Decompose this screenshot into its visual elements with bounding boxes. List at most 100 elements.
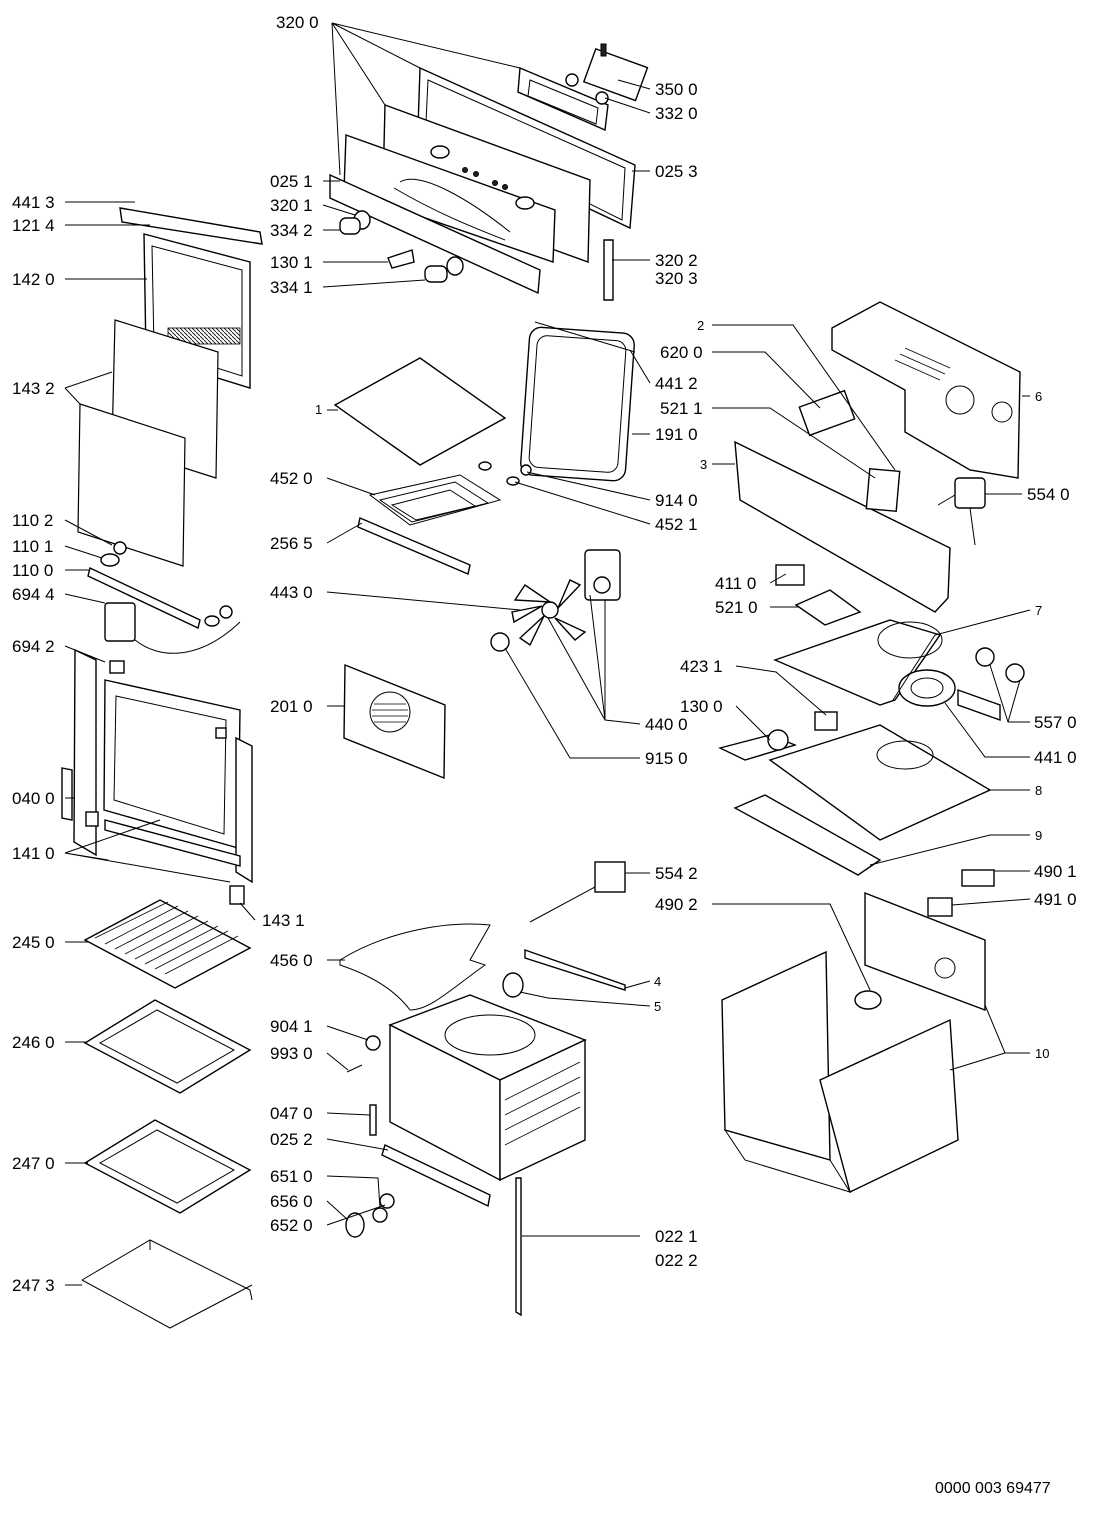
callout-652-0: 652 0 xyxy=(270,1216,313,1235)
callout-320-2: 320 2 xyxy=(655,251,698,270)
connector-491-0 xyxy=(927,897,953,917)
callout-441-2: 441 2 xyxy=(655,374,698,393)
inner-door-frame xyxy=(73,648,253,905)
control-knob-upper xyxy=(339,210,371,235)
thermostat-probe xyxy=(529,861,626,923)
bracket-plate xyxy=(865,468,901,512)
insulation-plate xyxy=(733,794,882,876)
callout-490-2: 490 2 xyxy=(655,895,698,914)
callout-491-0: 491 0 xyxy=(1034,890,1077,909)
callout-694-4: 694 4 xyxy=(12,585,55,604)
callout-554-0: 554 0 xyxy=(1027,485,1070,504)
side-rail xyxy=(515,1177,522,1317)
callout-320-3: 320 3 xyxy=(655,269,698,288)
lamp-glass xyxy=(365,1035,381,1051)
callout-456-0: 456 0 xyxy=(270,951,313,970)
leader-lines xyxy=(64,22,1031,1286)
callout-320-1: 320 1 xyxy=(270,196,313,215)
strip-047 xyxy=(369,1104,377,1136)
callout-320-0: 320 0 xyxy=(276,13,319,32)
front-trim-strip xyxy=(329,173,541,295)
shelf-runner xyxy=(81,1239,253,1329)
callout-022-1: 022 1 xyxy=(655,1227,698,1246)
cooling-fan-plate xyxy=(773,619,943,706)
screw xyxy=(346,1064,363,1073)
callout-452-0: 452 0 xyxy=(270,469,313,488)
baking-tray-deep xyxy=(83,1119,252,1214)
bottom-trim-025-2 xyxy=(381,1144,491,1208)
door-side-strip xyxy=(61,767,73,821)
thermostat xyxy=(937,477,986,546)
callout-2: 2 xyxy=(697,318,704,333)
callout-246-0: 246 0 xyxy=(12,1033,55,1052)
callout-047-0: 047 0 xyxy=(270,1104,313,1123)
oven-cavity xyxy=(388,994,587,1182)
callout-143-1: 143 1 xyxy=(262,911,305,930)
callout-9: 9 xyxy=(1035,828,1042,843)
callout-110-2: 110 2 xyxy=(12,511,53,530)
seal-clip xyxy=(534,321,636,353)
callout-620-0: 620 0 xyxy=(660,343,703,362)
callout-025-2: 025 2 xyxy=(270,1130,313,1149)
callout-025-1: 025 1 xyxy=(270,172,313,191)
element-bracket xyxy=(357,517,471,575)
callout-332-0: 332 0 xyxy=(655,104,698,123)
callout-334-1: 334 1 xyxy=(270,278,313,297)
callout-521-1: 521 1 xyxy=(660,399,703,418)
callout-245-0: 245 0 xyxy=(12,933,55,952)
callout-350-0: 350 0 xyxy=(655,80,698,99)
callout-201-0: 201 0 xyxy=(270,697,313,716)
callout-452-1: 452 1 xyxy=(655,515,698,534)
clock-module xyxy=(104,602,241,654)
control-panel-plate xyxy=(343,104,591,263)
callout-191-0: 191 0 xyxy=(655,425,698,444)
switch-clip xyxy=(387,249,415,269)
callout-130-1: 130 1 xyxy=(270,253,313,272)
callout-141-0: 141 0 xyxy=(12,844,55,863)
callout-142-0: 142 0 xyxy=(12,270,55,289)
callout-557-0: 557 0 xyxy=(1034,713,1077,732)
hinge-bar xyxy=(87,567,201,629)
switch-block xyxy=(775,564,805,586)
rear-housing-panel xyxy=(831,301,1021,479)
callout-694-2: 694 2 xyxy=(12,637,55,656)
callout-554-2: 554 2 xyxy=(655,864,698,883)
control-knob-lower xyxy=(424,256,464,283)
safety-switch-2 xyxy=(1005,663,1025,683)
callout-labels: 320 0 350 0 332 0 025 3 025 1 320 1 334 … xyxy=(12,13,1077,1295)
callout-256-5: 256 5 xyxy=(270,534,313,553)
callout-4: 4 xyxy=(654,974,661,989)
callout-993-0: 993 0 xyxy=(270,1044,313,1063)
front-crossbar xyxy=(734,440,951,613)
callout-1: 1 xyxy=(315,402,322,417)
callout-440-0: 440 0 xyxy=(645,715,688,734)
bottom-heating-element xyxy=(339,923,491,1011)
grill-element xyxy=(368,461,532,526)
fan-blade xyxy=(511,579,587,647)
callout-443-0: 443 0 xyxy=(270,583,313,602)
lamp-cover xyxy=(854,990,882,1010)
callout-130-0: 130 0 xyxy=(680,697,723,716)
safety-switch-1 xyxy=(975,647,995,667)
cable-holder xyxy=(814,711,838,731)
fan-motor xyxy=(584,549,621,601)
lamp-holder xyxy=(717,729,798,761)
callout-904-1: 904 1 xyxy=(270,1017,313,1036)
callout-914-0: 914 0 xyxy=(655,491,698,510)
inner-glass-pane-2 xyxy=(77,403,186,567)
hinge-plate xyxy=(100,553,120,567)
callout-441-0: 441 0 xyxy=(1034,748,1077,767)
terminal-block xyxy=(794,589,862,626)
selector-knob xyxy=(345,1193,395,1238)
callout-143-2: 143 2 xyxy=(12,379,55,398)
callout-10: 10 xyxy=(1035,1046,1049,1061)
relay-module xyxy=(798,389,856,437)
callout-915-0: 915 0 xyxy=(645,749,688,768)
outer-housing xyxy=(721,891,986,1193)
callout-651-0: 651 0 xyxy=(270,1167,313,1186)
callout-6: 6 xyxy=(1035,389,1042,404)
callout-7: 7 xyxy=(1035,603,1042,618)
callout-521-0: 521 0 xyxy=(715,598,758,617)
top-cover-plate xyxy=(333,357,507,466)
callout-247-3: 247 3 xyxy=(12,1276,55,1295)
